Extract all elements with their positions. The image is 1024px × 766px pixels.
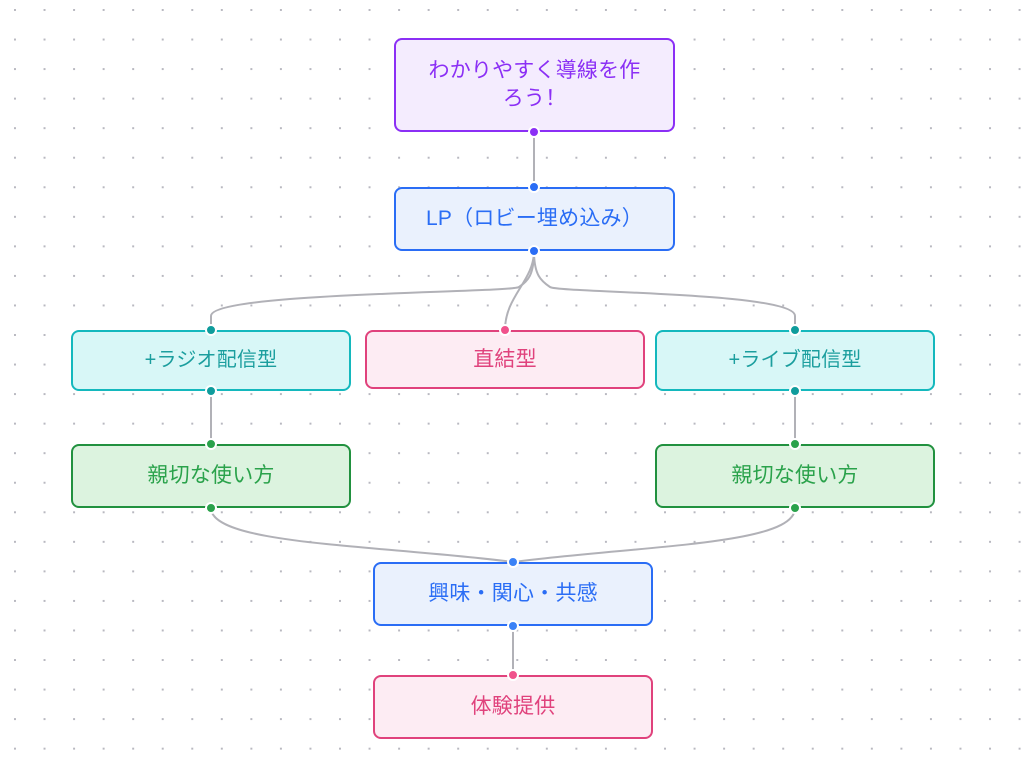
kindness-right-source-handle-bottom[interactable] (789, 502, 801, 514)
edge-kindness-right-to-interest[interactable] (512, 507, 796, 563)
node-experience[interactable]: 体験提供 (373, 675, 653, 739)
radio-source-handle-bottom[interactable] (205, 385, 217, 397)
node-label-kindness-left: 親切な使い方 (147, 464, 275, 488)
live-source-handle-bottom[interactable] (789, 385, 801, 397)
kindness-right-target-handle-top[interactable] (789, 438, 801, 450)
lp-source-handle-bottom[interactable] (528, 245, 540, 257)
node-lp[interactable]: LP（ロビー埋め込み） (394, 187, 675, 251)
node-label-interest: 興味・関心・共感 (428, 582, 598, 606)
node-label-experience: 体験提供 (470, 695, 556, 719)
edge-lp-to-live[interactable] (533, 250, 796, 331)
edge-lp-to-direct[interactable] (504, 250, 535, 331)
node-radio[interactable]: +ラジオ配信型 (71, 330, 351, 391)
node-goal[interactable]: わかりやすく導線を作 ろう！ (394, 38, 675, 132)
node-label-goal: わかりやすく導線を作 ろう！ (428, 59, 641, 110)
kindness-left-target-handle-top[interactable] (205, 438, 217, 450)
live-target-handle-top[interactable] (789, 324, 801, 336)
kindness-left-source-handle-bottom[interactable] (205, 502, 217, 514)
node-label-lp: LP（ロビー埋め込み） (426, 207, 643, 231)
lp-target-handle-top[interactable] (528, 181, 540, 193)
node-kindness-left[interactable]: 親切な使い方 (71, 444, 351, 508)
node-live[interactable]: +ライブ配信型 (655, 330, 935, 391)
radio-target-handle-top[interactable] (205, 324, 217, 336)
edge-kindness-left-to-interest[interactable] (210, 507, 514, 563)
node-label-radio: +ラジオ配信型 (144, 349, 278, 372)
node-label-live: +ライブ配信型 (728, 349, 862, 372)
node-label-kindness-right: 親切な使い方 (731, 464, 859, 488)
experience-target-handle-top[interactable] (507, 669, 519, 681)
node-kindness-right[interactable]: 親切な使い方 (655, 444, 935, 508)
interest-source-handle-bottom[interactable] (507, 620, 519, 632)
interest-target-handle-top[interactable] (507, 556, 519, 568)
direct-target-handle-top[interactable] (499, 324, 511, 336)
goal-source-handle-bottom[interactable] (528, 126, 540, 138)
node-interest[interactable]: 興味・関心・共感 (373, 562, 653, 626)
node-label-direct: 直結型 (473, 347, 537, 371)
edge-lp-to-radio[interactable] (210, 250, 535, 331)
node-direct[interactable]: 直結型 (365, 330, 645, 389)
